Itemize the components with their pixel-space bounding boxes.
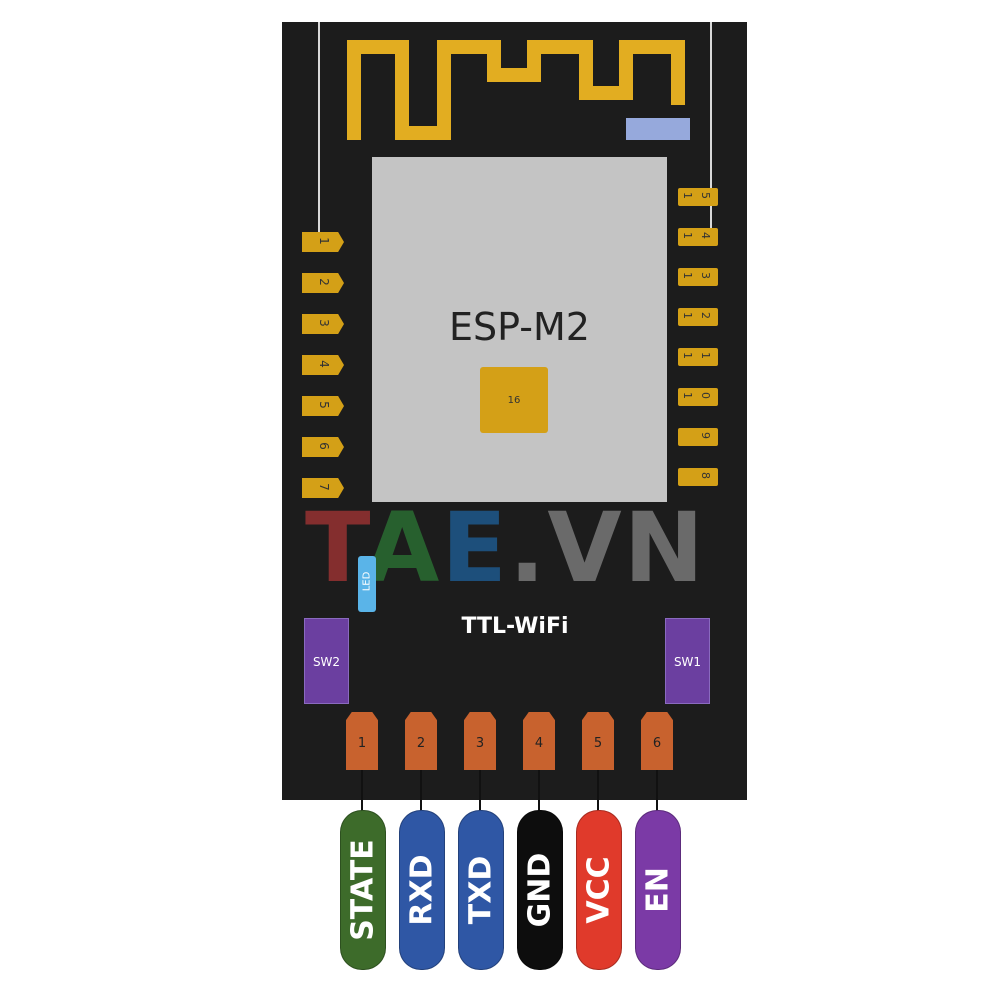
switch-sw1: SW1: [665, 618, 710, 704]
right-pin-digit: 4: [699, 232, 712, 239]
header-pin: 1: [346, 712, 378, 770]
header-pin: 4: [523, 712, 555, 770]
right-pin-digit: 2: [699, 312, 712, 319]
chip-label: ESP-M2: [449, 305, 590, 349]
rf-component-pad: [626, 118, 690, 140]
left-pin-number: 3: [316, 319, 331, 327]
watermark-part: T: [305, 492, 366, 604]
right-pin: 8: [678, 468, 718, 486]
left-pin: 3: [302, 314, 344, 334]
header-pin: 3: [464, 712, 496, 770]
left-pin: 5: [302, 396, 344, 416]
right-pin-digit: 1: [699, 352, 712, 359]
right-pin-digit: 1: [681, 312, 694, 319]
header-pin-number: 1: [357, 736, 367, 751]
right-pin-digit: 1: [681, 392, 694, 399]
switch-sw2: SW2: [304, 618, 349, 704]
header-pin: 6: [641, 712, 673, 770]
left-pin-number: 5: [316, 401, 331, 409]
right-pin-digit: 0: [699, 392, 712, 399]
pin-wire: [361, 770, 363, 816]
chip-ground-pad: 16: [480, 367, 548, 433]
watermark-part: VN: [547, 492, 707, 604]
header-pin-number: 6: [652, 736, 662, 751]
right-pin-digit: 1: [681, 352, 694, 359]
right-edge-trace: [710, 22, 712, 232]
watermark-part: A: [365, 492, 442, 604]
left-pin-number: 6: [316, 442, 331, 450]
signal-label-rxd: RXD: [399, 810, 445, 970]
led-label: LED: [361, 571, 373, 592]
pin-wire: [420, 770, 422, 816]
signal-name: STATE: [345, 839, 381, 941]
signal-label-txd: TXD: [458, 810, 504, 970]
switch-label: SW2: [312, 655, 341, 669]
status-led: LED: [358, 556, 376, 612]
left-pin: 7: [302, 478, 344, 498]
right-pin: 9: [678, 428, 718, 446]
signal-label-state: STATE: [340, 810, 386, 970]
pin-wire: [538, 770, 540, 816]
right-pin-digit: 3: [699, 272, 712, 279]
chip-pad-number: 16: [507, 395, 521, 406]
watermark-part: .: [508, 492, 548, 604]
switch-label: SW1: [673, 655, 702, 669]
left-pin-number: 4: [316, 360, 331, 368]
header-pin-number: 5: [593, 736, 603, 751]
left-pin: 1: [302, 232, 344, 252]
signal-name: GND: [522, 852, 558, 928]
watermark-part: E: [441, 492, 509, 604]
left-edge-trace: [318, 22, 320, 232]
pin-wire: [656, 770, 658, 816]
signal-label-vcc: VCC: [576, 810, 622, 970]
esp-chip-shield: [372, 157, 667, 502]
left-pin: 6: [302, 437, 344, 457]
left-pin: 2: [302, 273, 344, 293]
right-pin-digit: 9: [699, 432, 712, 439]
watermark-logo: TAE.VN: [305, 492, 706, 604]
signal-name: RXD: [404, 854, 440, 926]
signal-name: VCC: [581, 856, 617, 924]
left-pin-number: 1: [316, 237, 331, 245]
header-pin-number: 3: [475, 736, 485, 751]
right-pin-digit: 1: [681, 232, 694, 239]
signal-name: EN: [640, 867, 676, 913]
left-pin-number: 7: [316, 483, 331, 491]
header-pin-number: 2: [416, 736, 426, 751]
left-pin: 4: [302, 355, 344, 375]
board-label: TTL-WiFi: [461, 614, 569, 639]
pin-wire: [597, 770, 599, 816]
signal-label-gnd: GND: [517, 810, 563, 970]
pin-wire: [479, 770, 481, 816]
left-pin-number: 2: [316, 278, 331, 286]
header-pin-number: 4: [534, 736, 544, 751]
pcb-antenna: [347, 40, 685, 140]
right-pin-digit: 8: [699, 472, 712, 479]
right-pin-digit: 1: [681, 272, 694, 279]
right-pin-digit: 1: [681, 192, 694, 199]
header-pin: 2: [405, 712, 437, 770]
right-pin-digit: 5: [699, 192, 712, 199]
signal-name: TXD: [463, 855, 499, 925]
header-pin: 5: [582, 712, 614, 770]
signal-label-en: EN: [635, 810, 681, 970]
